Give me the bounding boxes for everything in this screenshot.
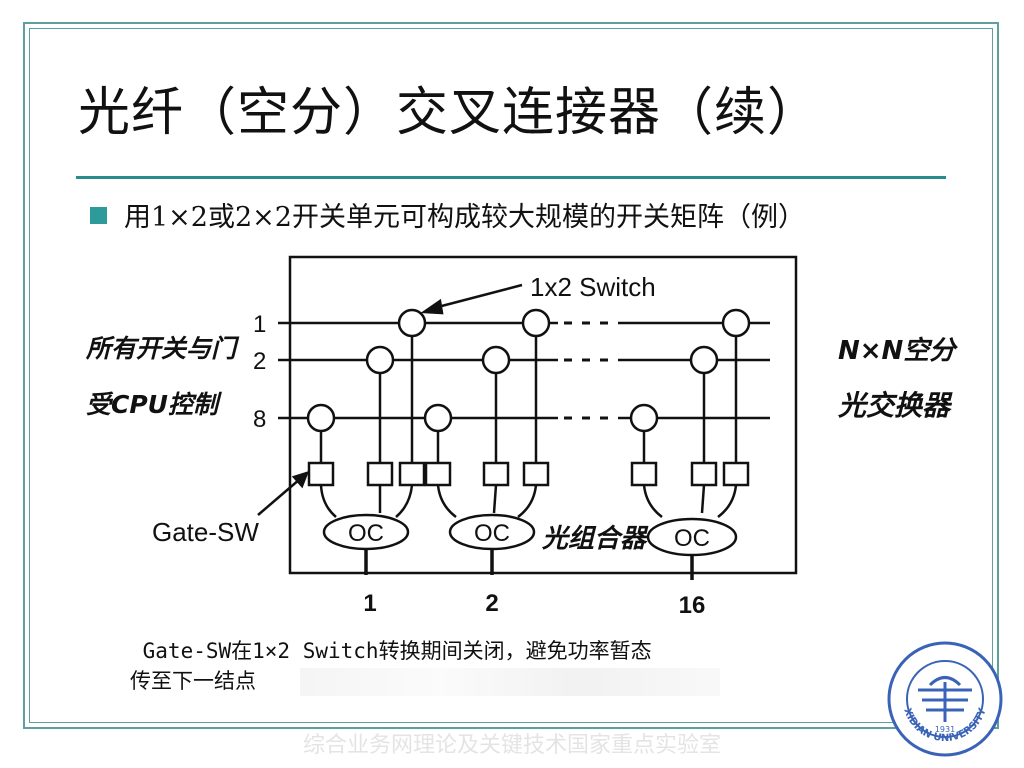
- handwritten-right-line2: 光交换器: [837, 389, 953, 422]
- note-line2: 传至下一结点: [130, 669, 256, 693]
- gate-sw-label: Gate-SW: [152, 517, 259, 547]
- handwritten-left-line1: 所有开关与门: [85, 334, 240, 363]
- combiner-label-1: OC: [348, 520, 384, 547]
- title-divider: [76, 176, 946, 179]
- bullet-square-icon: [90, 207, 107, 224]
- handwritten-left-line2: 受CPU控制: [86, 390, 222, 419]
- handwritten-combiner: 光组合器: [541, 524, 649, 554]
- input-label-1: 1: [253, 311, 266, 338]
- logo-year: 1931: [935, 725, 955, 734]
- dashes: [564, 321, 608, 420]
- combiner-label-2: OC: [474, 520, 510, 547]
- switch-group-2: [423, 308, 551, 575]
- output-label-2: 2: [485, 590, 498, 617]
- university-logo: XIDIAN UNIVERSITY 1931: [887, 641, 1003, 757]
- line-gaps: [558, 315, 618, 426]
- footer-lab-name: 综合业务网理论及关键技术国家重点实验室: [302, 733, 721, 758]
- logo-emblem: [918, 676, 972, 722]
- switch-matrix-diagram: 1x2 Switch Gate-SW 1 2 8 OC OC OC 1 2 16…: [85, 255, 958, 619]
- handwritten-right-line1: N×N空分: [838, 336, 958, 366]
- slide-frame-outer: [23, 22, 999, 729]
- note-text: Gate-SW在1×2 Switch转换期间关闭，避免功率暂态 传至下一结点: [130, 636, 652, 696]
- output-label-16: 16: [679, 592, 706, 619]
- switch-label: 1x2 Switch: [530, 272, 656, 302]
- slide-title: 光纤（空分）交叉连接器（续）: [78, 83, 821, 143]
- label-arrows: [257, 283, 523, 516]
- input-label-2: 2: [253, 348, 266, 375]
- switch-group-1: [306, 308, 427, 575]
- switch-group-3: [629, 308, 751, 580]
- matrix-box: [288, 255, 798, 575]
- combiner-label-3: OC: [674, 525, 710, 552]
- input-label-8: 8: [253, 406, 266, 433]
- bullet-text: 用1×2或2×2开关单元可构成较大规模的开关矩阵（例）: [124, 202, 805, 233]
- blurred-region: [300, 668, 720, 696]
- note-line1: Gate-SW在1×2 Switch转换期间关闭，避免功率暂态: [130, 639, 652, 663]
- output-label-1: 1: [363, 590, 376, 617]
- slide-frame-inner: [29, 28, 993, 723]
